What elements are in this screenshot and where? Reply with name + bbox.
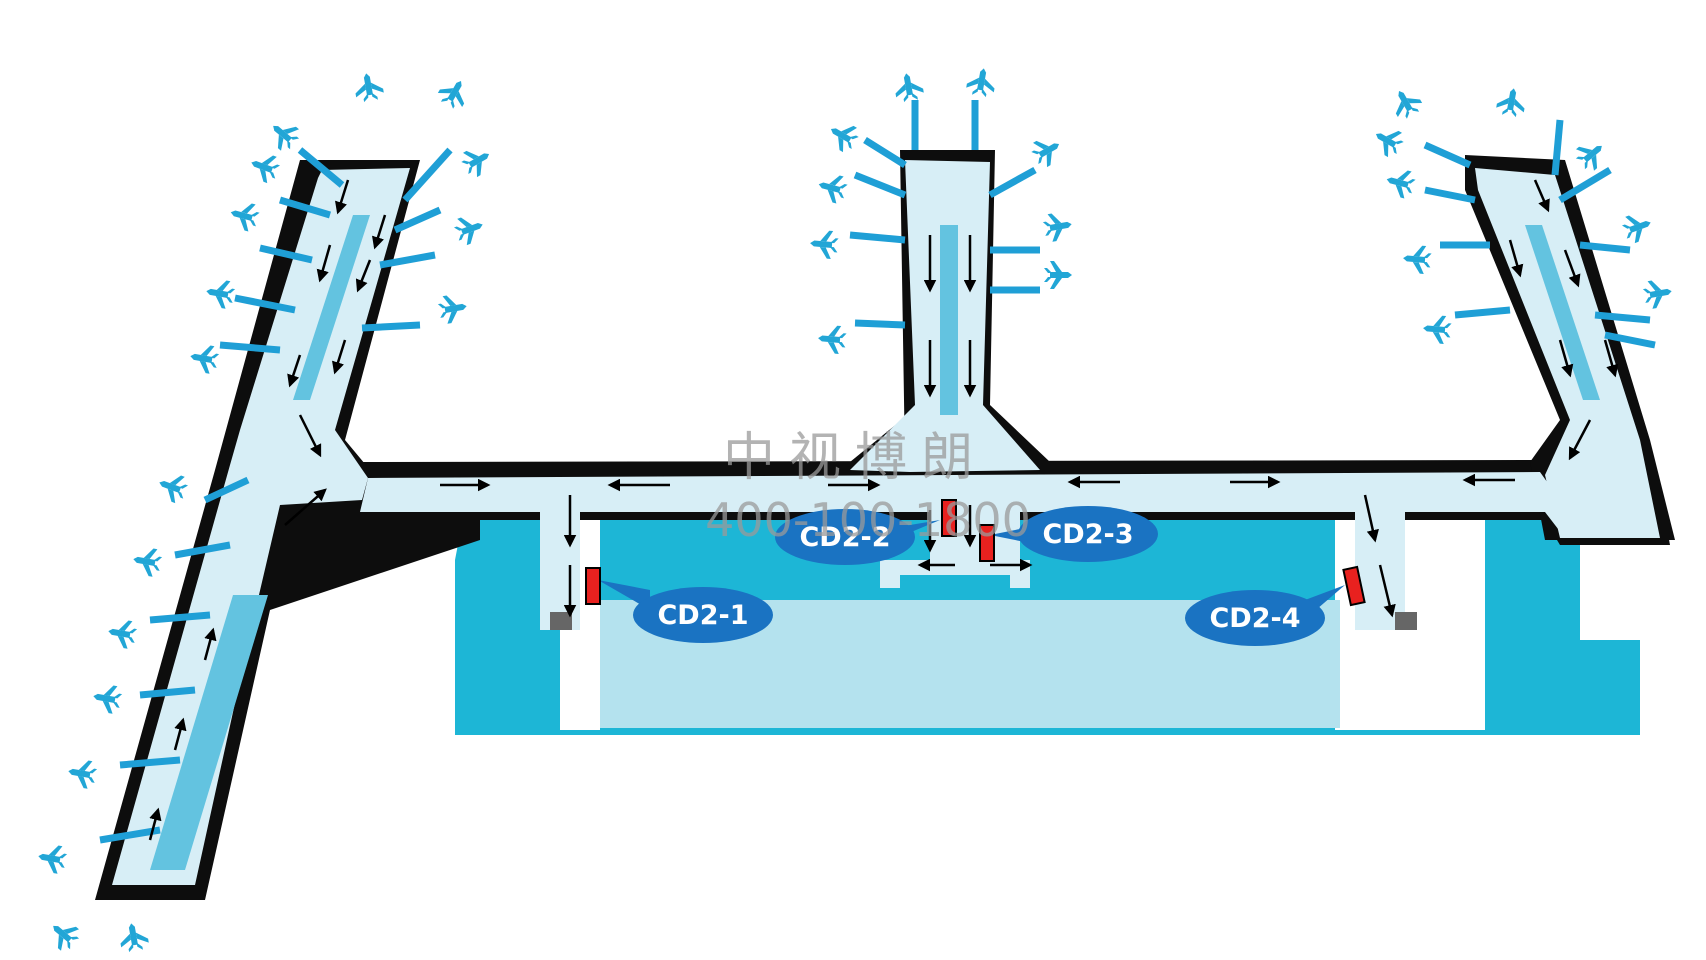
ad-label: CD2-2 (799, 522, 890, 553)
airplane-icon (1641, 277, 1675, 310)
airplane-icon (1421, 314, 1453, 345)
airplane-icon (352, 70, 385, 104)
ad-position-cd2-2[interactable]: CD2-2 (775, 499, 957, 565)
airplane-icon (65, 757, 99, 790)
arrow-icon (1603, 339, 1619, 378)
ad-position-marker[interactable] (585, 567, 601, 605)
airplane-icon (436, 292, 470, 325)
airplane-icon (892, 70, 925, 104)
ad-label: CD2-4 (1209, 603, 1300, 634)
airplane-icon (808, 229, 840, 260)
arrow-icon (316, 244, 332, 283)
escalator (1395, 612, 1417, 630)
airplane-icon (264, 115, 304, 155)
ad-label: CD2-3 (1042, 519, 1133, 550)
airplane-icon (1041, 210, 1075, 243)
airplane-icon (130, 545, 164, 578)
ad-label: CD2-1 (657, 600, 748, 631)
arrow-icon (1363, 494, 1379, 543)
airplane-icon (1368, 121, 1408, 161)
watermark-company: 中视博朗 (723, 428, 987, 488)
arrow-icon (1568, 419, 1592, 461)
arrow-icon (335, 179, 350, 215)
airplane-icon (105, 617, 139, 650)
watermark-phone: 400-100-1800 (705, 493, 1031, 547)
airplane-icon (154, 469, 191, 506)
arrow-icon (1508, 239, 1524, 278)
ad-position-cd2-4[interactable]: CD2-4 (1185, 565, 1366, 646)
airplane-icon (227, 198, 262, 234)
airplane-icon (1044, 261, 1072, 289)
arrow-icon (287, 354, 302, 388)
airplane-icon (44, 915, 84, 955)
flow-arrows (148, 179, 1619, 841)
airplane-icon (117, 920, 150, 954)
airplane-icon (1027, 131, 1067, 171)
airplane-icon (246, 149, 283, 186)
airplane-icon (965, 65, 998, 99)
airplane-icon (187, 342, 221, 375)
airplane-icon (1383, 165, 1418, 201)
airplane-icon (1386, 83, 1426, 123)
watermark: 中视博朗 400-100-1800 (705, 428, 1031, 547)
arrow-icon (148, 807, 162, 841)
airplane-icon (816, 324, 848, 355)
airplane-icon (434, 73, 474, 113)
ad-position-marker[interactable] (941, 499, 957, 537)
arrow-icon (173, 717, 187, 751)
arrow-icon (1563, 249, 1581, 288)
arrow-icon (332, 339, 347, 375)
airplane-icon (203, 277, 237, 310)
arrow-icon (1378, 564, 1396, 618)
ad-position-cd2-1[interactable]: CD2-1 (585, 567, 773, 643)
arrow-icon (355, 259, 372, 293)
airplane-icon (90, 682, 124, 715)
arrow-icon (1533, 179, 1550, 213)
arrow-icon (203, 627, 217, 661)
airplane-icon (451, 211, 488, 248)
arrow-icon (298, 414, 322, 458)
gate-bridges (99, 100, 1656, 844)
moving-walkways (150, 215, 1600, 870)
airplane-icon (35, 842, 69, 875)
ad-position-marker[interactable] (979, 524, 995, 562)
airplane-icon (1495, 85, 1528, 119)
airplane-icon (815, 170, 850, 206)
arrow-icon (372, 214, 387, 250)
airplane-icon (457, 141, 497, 181)
airplane-icon (823, 116, 863, 156)
ad-position-cd2-3[interactable]: CD2-3 (979, 506, 1158, 562)
arrow-icon (284, 488, 327, 526)
ad-position-marker[interactable] (1342, 565, 1366, 607)
escalator (550, 612, 572, 630)
airplane-icon (1401, 244, 1433, 275)
arrow-icon (1558, 339, 1574, 378)
airplane-icon (1619, 209, 1656, 246)
airplane-icon (1571, 135, 1611, 175)
